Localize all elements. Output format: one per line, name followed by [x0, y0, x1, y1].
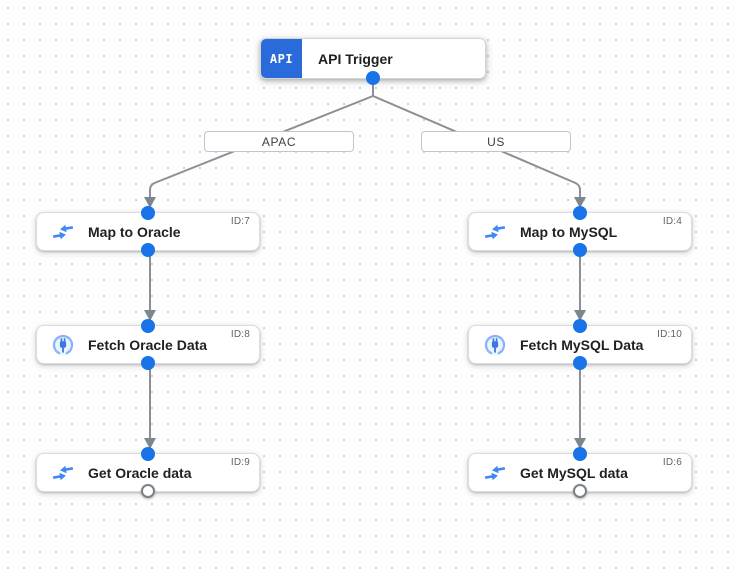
node-id-badge: ID:4: [662, 216, 682, 227]
end-port[interactable]: [141, 484, 155, 498]
node-title: Map to Oracle: [88, 223, 181, 240]
node-title: Map to MySQL: [520, 223, 618, 240]
node-title: Fetch MySQL Data: [520, 336, 644, 353]
node-title: Fetch Oracle Data: [88, 336, 208, 353]
task-node-fetch-oracle-data[interactable]: Fetch Oracle Data ID:8: [36, 319, 260, 370]
edge-label-text: APAC: [261, 134, 297, 149]
edge-trigger-to-map-oracle: [149, 80, 374, 198]
task-node-fetch-mysql-data[interactable]: Fetch MySQL Data ID:10: [468, 319, 692, 370]
node-id-badge: ID:8: [230, 329, 250, 340]
data-mapping-icon: [483, 461, 507, 485]
output-port[interactable]: [573, 243, 587, 257]
input-port[interactable]: [141, 206, 155, 220]
input-port[interactable]: [573, 319, 587, 333]
input-port[interactable]: [141, 447, 155, 461]
data-mapping-icon: [483, 220, 507, 244]
connector-icon: [483, 333, 507, 357]
output-port[interactable]: [141, 356, 155, 370]
edge-label-text: US: [487, 134, 505, 149]
data-mapping-icon: [51, 461, 75, 485]
output-port[interactable]: [573, 356, 587, 370]
connector-icon: [51, 333, 75, 357]
task-node-get-oracle-data[interactable]: Get Oracle data ID:9: [36, 447, 260, 498]
data-mapping-icon: [51, 220, 75, 244]
arrowhead-map-mysql: [574, 197, 586, 208]
node-id-badge: ID:6: [662, 457, 682, 468]
input-port[interactable]: [141, 319, 155, 333]
trigger-output-port[interactable]: [366, 71, 380, 85]
input-port[interactable]: [573, 447, 587, 461]
edge-condition-label-us[interactable]: US: [421, 131, 571, 152]
node-id-badge: ID:10: [657, 329, 682, 340]
api-trigger-node[interactable]: API API Trigger: [260, 38, 486, 85]
node-title: Get MySQL data: [520, 464, 628, 481]
node-id-badge: ID:9: [230, 457, 250, 468]
node-title: Get Oracle data: [88, 464, 192, 481]
trigger-title: API Trigger: [318, 50, 393, 67]
arrowhead-fetch-mysql: [574, 310, 586, 321]
api-trigger-icon: API: [261, 39, 302, 78]
task-node-map-to-oracle[interactable]: Map to Oracle ID:7: [36, 206, 260, 257]
edge-trigger-to-map-mysql: [372, 80, 581, 198]
arrowhead-get-oracle: [144, 438, 156, 449]
task-node-get-mysql-data[interactable]: Get MySQL data ID:6: [468, 447, 692, 498]
node-id-badge: ID:7: [230, 216, 250, 227]
output-port[interactable]: [141, 243, 155, 257]
edge-condition-label-apac[interactable]: APAC: [204, 131, 354, 152]
task-node-map-to-mysql[interactable]: Map to MySQL ID:4: [468, 206, 692, 257]
arrowhead-map-oracle: [144, 197, 156, 208]
input-port[interactable]: [573, 206, 587, 220]
arrowhead-fetch-oracle: [144, 310, 156, 321]
end-port[interactable]: [573, 484, 587, 498]
arrowhead-get-mysql: [574, 438, 586, 449]
